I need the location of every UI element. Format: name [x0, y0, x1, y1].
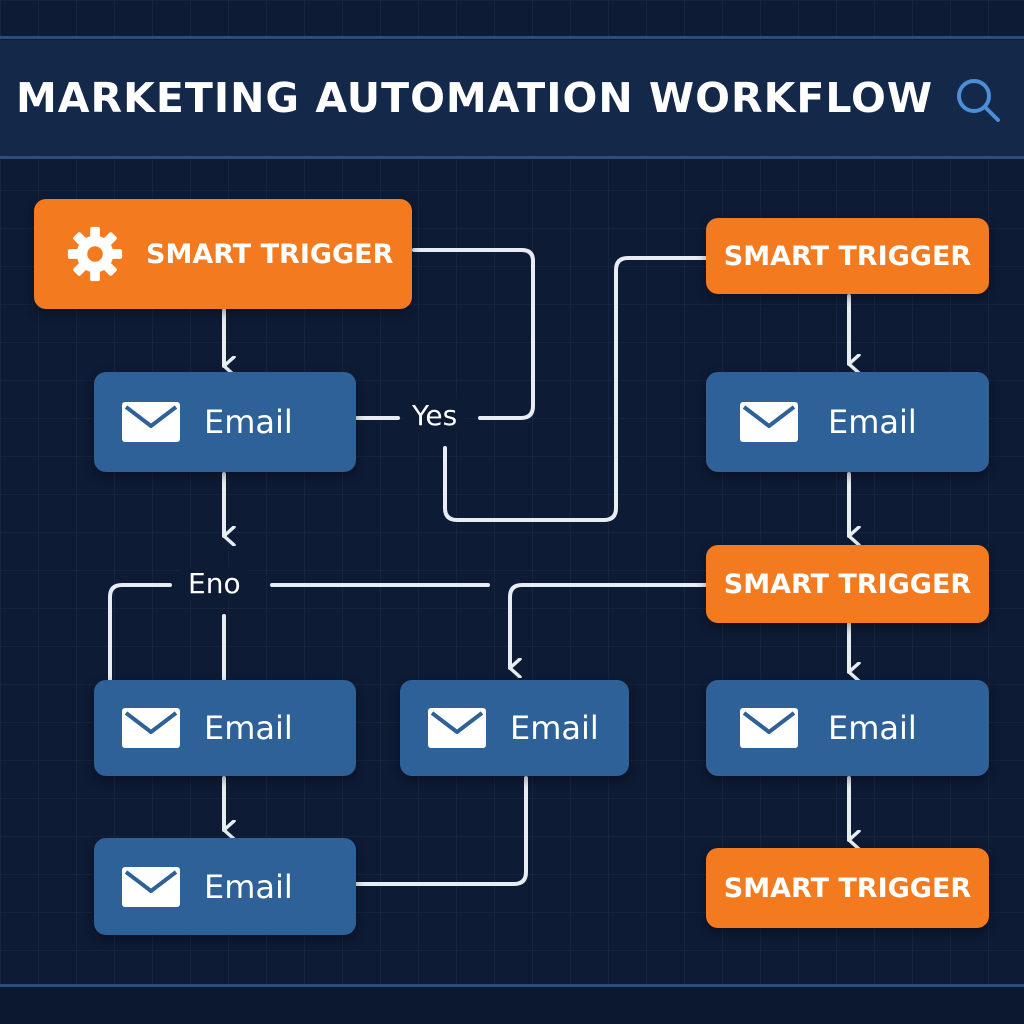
- gear-icon: [67, 226, 123, 282]
- email-node-4-label: Email: [204, 867, 293, 906]
- envelope-icon: [740, 402, 798, 442]
- line-trigger-to-yes: [412, 248, 535, 420]
- email-node-2[interactable]: Email: [94, 680, 356, 776]
- smart-trigger-right-2-label: SMART TRIGGER: [723, 568, 972, 600]
- edge-label-yes: Yes: [406, 399, 464, 433]
- email-node-3[interactable]: Email: [400, 680, 629, 776]
- line-eno-left-branch: [108, 583, 172, 682]
- envelope-icon: [428, 708, 486, 748]
- envelope-icon: [740, 708, 798, 748]
- smart-trigger-right-3-label: SMART TRIGGER: [723, 872, 972, 904]
- email-node-1-label: Email: [204, 403, 293, 441]
- email-node-2-label: Email: [204, 709, 293, 747]
- edge-label-eno: Eno: [182, 567, 247, 601]
- line-yes-to-trigger-right-1: [443, 256, 708, 522]
- email-right-2-label: Email: [828, 709, 917, 747]
- envelope-icon: [122, 866, 180, 907]
- arrow-trigger-right-2-to-email-3: [508, 583, 708, 668]
- email-right-1[interactable]: Email: [706, 372, 989, 472]
- email-right-2[interactable]: Email: [706, 680, 989, 776]
- line-email-3-to-email-4: [355, 776, 528, 886]
- top-divider: [0, 36, 1024, 39]
- email-node-3-label: Email: [510, 709, 599, 747]
- smart-trigger-right-3[interactable]: SMART TRIGGER: [706, 848, 989, 928]
- page-title: MARKETING AUTOMATION WORKFLOW: [16, 74, 934, 122]
- email-node-1[interactable]: Email: [94, 372, 356, 472]
- smart-trigger-right-1[interactable]: SMART TRIGGER: [706, 218, 989, 294]
- header-bar: MARKETING AUTOMATION WORKFLOW: [0, 40, 1024, 159]
- email-right-1-label: Email: [828, 403, 917, 441]
- smart-trigger-main[interactable]: SMART TRIGGER: [34, 199, 412, 309]
- envelope-icon: [122, 402, 180, 442]
- bottom-band: [0, 987, 1024, 1024]
- smart-trigger-right-2[interactable]: SMART TRIGGER: [706, 545, 989, 623]
- email-node-4[interactable]: Email: [94, 838, 356, 935]
- envelope-icon: [122, 708, 180, 748]
- bottom-divider: [0, 984, 1024, 987]
- search-button[interactable]: [950, 72, 1006, 128]
- smart-trigger-right-1-label: SMART TRIGGER: [723, 240, 972, 272]
- search-icon: [957, 79, 1000, 122]
- smart-trigger-main-label: SMART TRIGGER: [146, 238, 394, 270]
